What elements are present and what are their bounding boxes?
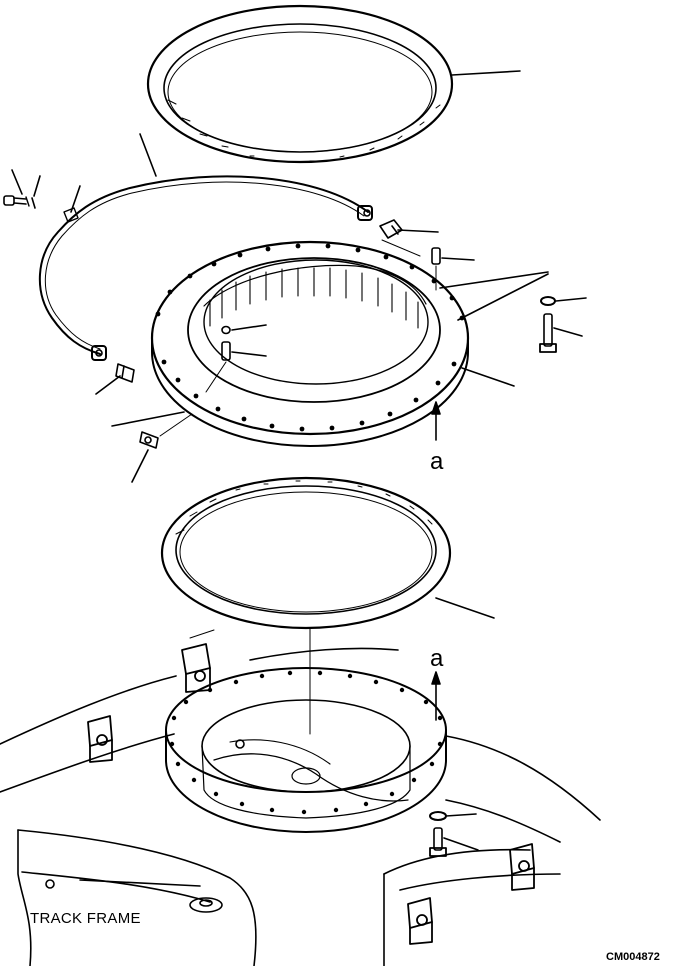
leader-line [446, 814, 476, 816]
frame-lugs [88, 630, 534, 944]
internal-gear-teeth [204, 265, 426, 328]
leader-line [232, 325, 266, 330]
leader-line [556, 298, 586, 301]
leader-line [444, 838, 478, 850]
hose-fitting-right [380, 220, 438, 256]
leader-line [554, 328, 582, 336]
leader-line [442, 258, 474, 260]
leader-line [436, 598, 494, 618]
view-arrow-bottom [432, 672, 440, 720]
track-frame-label: TRACK FRAME [30, 910, 141, 927]
leader-line [232, 352, 266, 356]
revolving-frame-mount [166, 668, 446, 832]
view-arrow-top [432, 402, 440, 440]
frame-bolt-holes [169, 670, 443, 815]
drawing-code: CM004872 [606, 951, 660, 963]
bearing-mounting-bolt [540, 297, 586, 352]
leader-line [80, 880, 200, 886]
leader-line [132, 450, 148, 482]
leader-line [440, 272, 548, 288]
grease-fitting-left [96, 364, 192, 482]
leader-line [458, 274, 548, 320]
leader-line [112, 412, 184, 426]
leader-line [452, 71, 520, 75]
lower-seal-ring [162, 478, 494, 734]
leader-line [71, 186, 80, 212]
grease-hose [40, 134, 372, 360]
leader-line [398, 230, 438, 232]
frame-mounting-bolt [430, 812, 478, 856]
leader-line [34, 176, 40, 196]
leader-line [12, 170, 22, 194]
swing-circle-bearing [152, 242, 548, 446]
hose-clamp-bolt [4, 170, 40, 208]
leader-line [140, 134, 156, 176]
view-mark-a-top: a [430, 448, 444, 475]
upper-seal-ring [148, 6, 520, 162]
leader-line [96, 376, 120, 394]
bearing-dowel-pins [206, 248, 474, 392]
leader-line [462, 368, 514, 386]
bolt-holes [155, 243, 465, 432]
view-mark-a-bottom: a [430, 645, 444, 672]
